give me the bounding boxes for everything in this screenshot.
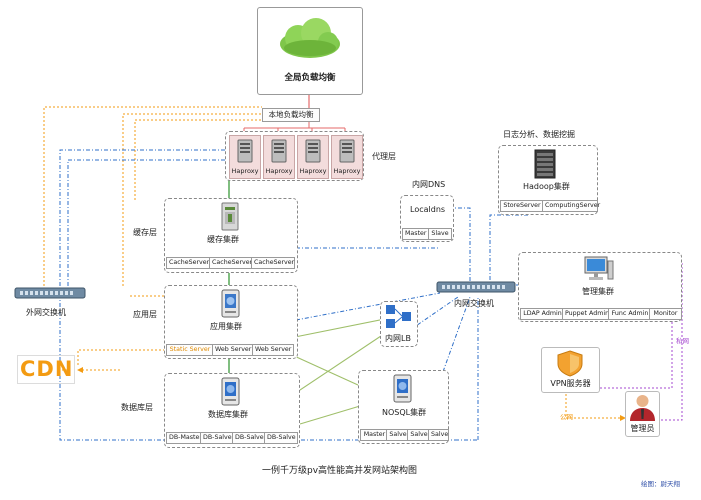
hadoop-compute: ComputingServer xyxy=(542,200,600,212)
app-server-web-2: Web Server xyxy=(252,344,294,356)
cache-server-2: CacheServer xyxy=(209,257,253,269)
cloud-icon xyxy=(280,18,340,58)
mgmt-func: Func Admin xyxy=(608,308,652,320)
global-lb-label: 全局负载均衡 xyxy=(284,73,336,83)
db-cluster-label: 数据库集群 xyxy=(208,410,248,419)
hadoop-label: Hadoop集群 xyxy=(523,182,570,191)
proxy-server-4: Haproxy xyxy=(331,135,363,179)
outer-switch-label: 外网交换机 xyxy=(26,308,66,317)
proxy-layer-label: 代理层 xyxy=(372,152,396,161)
vpn-box: VPN服务器 xyxy=(541,347,600,393)
inner-lb-icon xyxy=(386,305,411,328)
app-server-static: Static Server xyxy=(166,344,214,356)
outer-switch-icon xyxy=(14,287,86,299)
cdn-logo: CDN xyxy=(20,357,74,381)
nosql-slave-2: Salve xyxy=(407,429,431,441)
app-layer-label: 应用层 xyxy=(133,310,157,319)
server-icon xyxy=(237,139,253,163)
mgmt-monitor: Monitor xyxy=(649,308,682,320)
mgmt-ldap: LDAP Admin xyxy=(520,308,565,320)
nosql-label: NOSQL集群 xyxy=(382,408,427,417)
inner-lb-label: 内网LB xyxy=(385,334,411,343)
mgmt-puppet: Puppet Admin xyxy=(562,308,611,320)
db-server-slave-2: DB-Salve xyxy=(232,432,266,444)
cache-server-3: CacheServer xyxy=(251,257,295,269)
proxy-server-label: Haproxy xyxy=(333,167,361,175)
db-server-slave-3: DB-Salve xyxy=(264,432,298,444)
edge-admin-vpn xyxy=(565,390,626,421)
cache-layer-label: 缓存层 xyxy=(133,228,157,237)
admin-label: 管理员 xyxy=(630,424,655,433)
inner-switch-label: 内网交换机 xyxy=(454,299,494,308)
local-lb-label: 本地负载均衡 xyxy=(262,108,320,122)
mgmt-monitor-icon xyxy=(584,256,614,280)
app-server-web-1: Web Server xyxy=(212,344,254,356)
hadoop-store: StoreServer xyxy=(500,200,544,212)
app-server-icon xyxy=(221,289,240,318)
vpn-label: VPN服务器 xyxy=(550,379,591,388)
nosql-master: Master xyxy=(360,429,389,441)
db-server-icon xyxy=(221,377,240,406)
dns-title: 内网DNS xyxy=(412,180,446,189)
admin-person-icon xyxy=(630,395,655,421)
proxy-server-label: Haproxy xyxy=(231,167,259,175)
nosql-slave-1: Salve xyxy=(386,429,410,441)
public-net-label: 公网 xyxy=(560,413,573,421)
proxy-server-label: Haproxy xyxy=(265,167,293,175)
db-server-slave-1: DB-Salve xyxy=(200,432,234,444)
diagram-title: 一例千万级pv高性能高并发网站架构图 xyxy=(262,466,418,476)
proxy-server-label: Haproxy xyxy=(299,167,327,175)
proxy-server-1: Haproxy xyxy=(229,135,261,179)
hadoop-rack-icon xyxy=(534,149,556,179)
db-layer-label: 数据库层 xyxy=(121,403,153,412)
admin-box: 管理员 xyxy=(625,391,660,437)
db-server-master: DB-Master xyxy=(166,432,202,444)
server-icon xyxy=(271,139,287,163)
proxy-server-2: Haproxy xyxy=(263,135,295,179)
nosql-slave-3: Salve xyxy=(428,429,449,441)
private-net-label: 私网 xyxy=(676,337,689,345)
edge-admin-mgmt-private xyxy=(658,263,683,421)
inner-switch-icon xyxy=(436,281,516,293)
cache-cluster-label: 缓存集群 xyxy=(207,235,239,244)
global-lb-box: 全局负载均衡 xyxy=(257,7,363,95)
proxy-server-3: Haproxy xyxy=(297,135,329,179)
cdn-frame xyxy=(17,355,75,384)
server-icon xyxy=(339,139,355,163)
app-cluster-label: 应用集群 xyxy=(210,322,242,331)
edge-vpn-mgmt xyxy=(600,275,673,389)
credit-label: 绘图：尉天翔 xyxy=(641,480,680,488)
dns-label: Localdns xyxy=(410,205,446,214)
mgmt-label: 管理集群 xyxy=(582,287,614,296)
cache-server-icon xyxy=(221,202,239,231)
cache-server-1: CacheServer xyxy=(166,257,210,269)
shield-icon xyxy=(557,350,583,377)
hadoop-title: 日志分析、数据挖掘 xyxy=(503,130,575,139)
dns-slave: Slave xyxy=(428,228,452,240)
server-icon xyxy=(305,139,321,163)
dns-master: Master xyxy=(402,228,429,240)
nosql-server-icon xyxy=(393,374,412,403)
